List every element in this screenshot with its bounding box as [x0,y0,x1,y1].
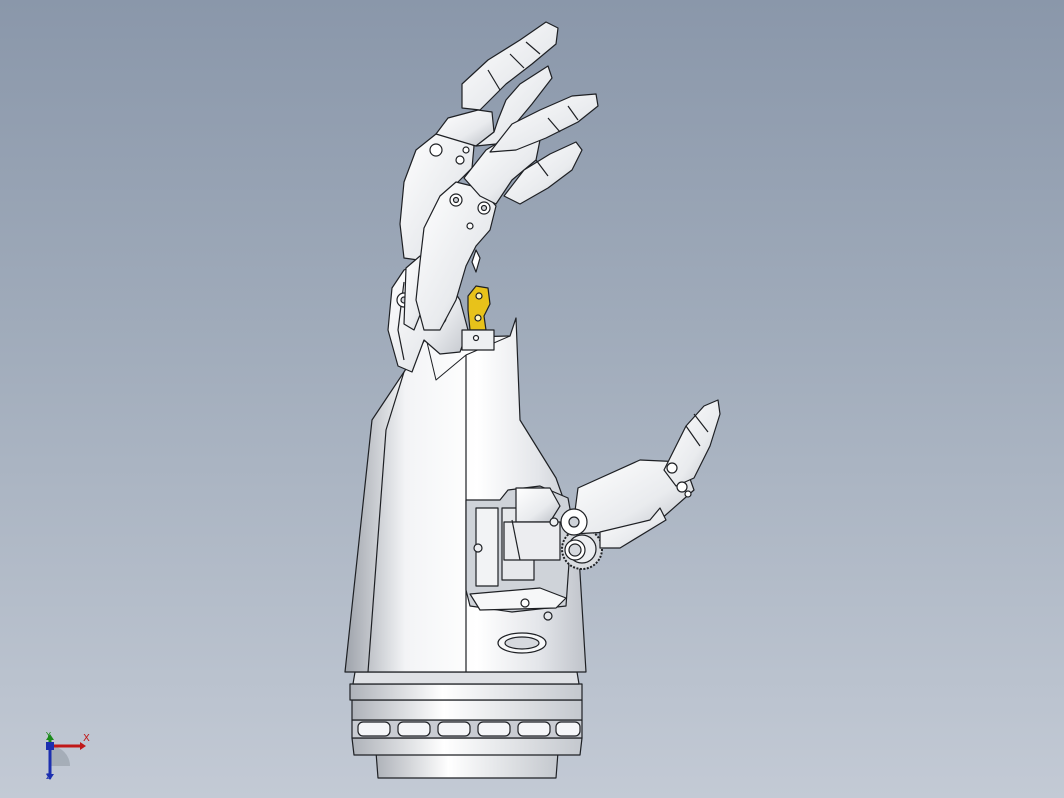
base-rings [349,671,583,779]
yellow-link [467,285,491,331]
triad-y-label: Y [46,731,51,740]
triad-z-label: Z [46,772,52,781]
thumb-mechanism [465,485,603,613]
orientation-triad: X Y Z [30,728,100,790]
thumb [549,399,721,549]
finger-front [415,93,599,331]
triad-x-label: X [83,733,90,744]
triad-axes-icon [46,734,86,780]
